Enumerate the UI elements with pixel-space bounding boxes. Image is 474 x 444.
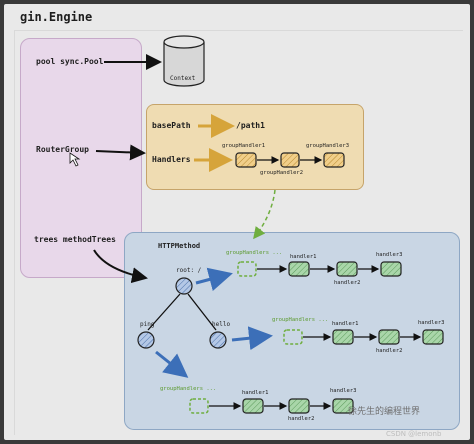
outer-frame: [14, 30, 463, 435]
row1-handler2-label: handler2: [334, 280, 361, 286]
context-cylinder-icon: [163, 35, 205, 87]
ping-node-label: ping: [140, 321, 155, 328]
handler-chain-row-3: [189, 398, 354, 414]
footer-credit: CSDN @lemonb: [386, 430, 442, 438]
http-method-label: HTTPMethod: [158, 242, 201, 250]
group-handler-2-label: groupHandler2: [260, 170, 304, 176]
row1-handler3-label: handler3: [376, 252, 403, 258]
mouse-cursor-icon: [69, 152, 81, 167]
engine-box: [20, 38, 142, 278]
trees-label: trees methodTrees: [34, 235, 116, 244]
hello-to-chain-arrow: [231, 326, 273, 351]
pool-label: pool sync.Pool: [36, 57, 104, 66]
root-to-ping-edge: [147, 293, 181, 331]
group-handler-1-label: groupHandler1: [222, 143, 266, 149]
trees-to-method-arrow: [93, 249, 148, 284]
root-node: [175, 277, 193, 295]
row3-handler3-label: handler3: [330, 388, 357, 394]
context-label: Context: [170, 75, 196, 82]
hello-node: [209, 331, 227, 349]
root-node-label: root: /: [176, 267, 202, 274]
row1-group-label: groupHandlers ...: [226, 250, 283, 256]
handler-chain-row-2: [283, 329, 444, 345]
row3-handler1-label: handler1: [242, 390, 269, 396]
group-handler-2-box: [280, 152, 300, 168]
router-group-box: [146, 104, 364, 190]
group-handler-1-box: [235, 152, 257, 168]
hello-node-label: hello: [212, 321, 231, 328]
row2-handler3-label: handler3: [418, 320, 445, 326]
group-handler-3-label: groupHandler3: [306, 143, 350, 149]
root-to-hello-edge: [187, 293, 217, 331]
row2-group-label: groupHandlers ...: [272, 317, 329, 323]
router-to-trees-dashed-link: [253, 189, 276, 240]
row2-handler1-label: handler1: [332, 321, 359, 327]
diagram-title: gin.Engine: [20, 10, 93, 24]
watermark-text: 徐先生的编程世界: [348, 407, 421, 417]
row3-handler2-label: handler2: [288, 416, 315, 422]
row2-handler2-label: handler2: [376, 348, 403, 354]
row1-handler1-label: handler1: [290, 254, 317, 260]
handler-chain-row-1: [237, 261, 402, 277]
root-to-chain-arrow: [195, 267, 233, 291]
ping-to-chain-arrow: [155, 350, 189, 378]
group-handler-3-box: [323, 152, 345, 168]
ping-node: [137, 331, 155, 349]
basepath-label: basePath: [152, 121, 191, 130]
router-to-group-arrow: [95, 144, 146, 161]
router-group-label: RouterGroup: [36, 145, 89, 154]
handlers-label: Handlers: [152, 155, 191, 164]
path-value: /path1: [236, 121, 265, 130]
row3-group-label: groupHandlers ...: [160, 386, 217, 392]
